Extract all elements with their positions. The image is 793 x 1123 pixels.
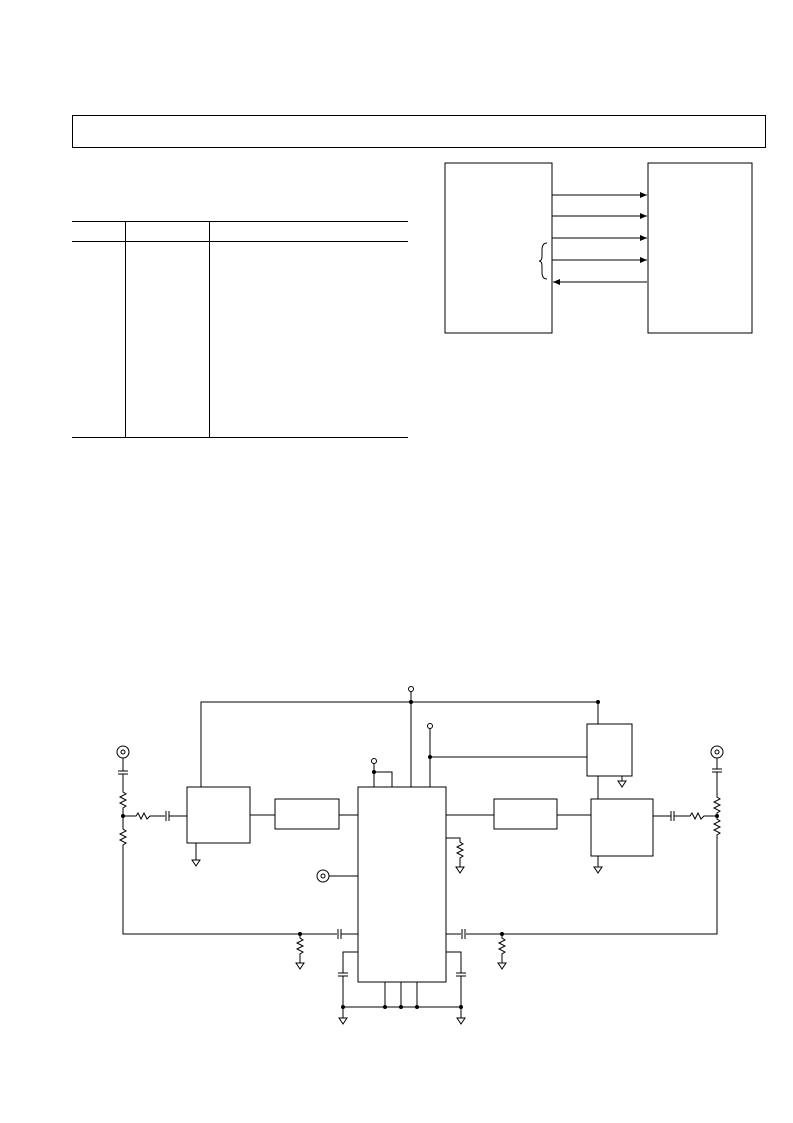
junction-dot — [399, 1005, 403, 1009]
table-column-divider — [125, 221, 126, 438]
output-filter-block — [493, 798, 558, 830]
series-resistor-icon — [123, 811, 165, 821]
table-header-rule — [72, 241, 408, 242]
ground-icon — [617, 775, 627, 788]
output-amplifier-block — [590, 798, 654, 857]
resistor-icon — [119, 788, 127, 812]
decoupling-wire — [446, 951, 462, 973]
junction-dot — [415, 1005, 419, 1009]
signal-group-brace — [538, 242, 548, 280]
ground-icon — [191, 854, 201, 867]
peripheral-block — [647, 162, 753, 334]
reference-connector-icon — [316, 869, 330, 883]
input-connector-icon-core — [120, 749, 126, 755]
feedback-wire-left — [122, 848, 337, 935]
ground-icon — [456, 1012, 466, 1025]
application-schematic — [116, 686, 724, 1025]
decoupling-wire — [342, 951, 358, 973]
ground-icon — [455, 861, 465, 874]
input-amplifier-block — [186, 786, 251, 844]
ground-icon — [593, 861, 603, 874]
junction-dot — [428, 755, 432, 759]
supply-terminal-icon — [408, 686, 414, 692]
reference-connector-icon-core — [320, 873, 326, 879]
resistor-icon — [713, 815, 721, 839]
interface-block-diagram — [444, 162, 753, 334]
pin-function-table — [72, 221, 408, 438]
feedback-wire-right — [466, 838, 718, 935]
reference-block — [586, 723, 633, 777]
output-connector-icon-core — [714, 749, 720, 755]
controller-block — [444, 162, 553, 334]
main-ic-block — [357, 786, 447, 983]
supply-bus-wire — [200, 701, 599, 787]
resistor-icon — [119, 825, 127, 849]
resistor-icon — [497, 934, 507, 958]
resistor-icon — [446, 837, 465, 862]
supply-terminal-icon — [427, 723, 433, 729]
ground-icon — [497, 957, 507, 970]
ground-icon — [338, 1012, 348, 1025]
section-title-bar — [72, 115, 766, 148]
junction-dot — [341, 1005, 345, 1009]
input-connector-icon — [116, 745, 130, 759]
resistor-icon — [713, 793, 721, 817]
table-top-rule — [72, 221, 408, 222]
output-connector-icon — [710, 745, 724, 759]
input-filter-block — [274, 798, 340, 830]
resistor-icon — [295, 934, 305, 958]
junction-dot — [596, 700, 600, 704]
junction-dot — [409, 700, 413, 704]
series-resistor-icon — [674, 811, 717, 821]
junction-dot — [372, 770, 376, 774]
ground-icon — [295, 957, 305, 970]
junction-dot — [383, 1005, 387, 1009]
table-bottom-rule — [72, 437, 408, 438]
pin-tie-wire — [374, 771, 393, 787]
supply-terminal-icon — [371, 758, 377, 764]
table-column-divider — [209, 221, 210, 438]
